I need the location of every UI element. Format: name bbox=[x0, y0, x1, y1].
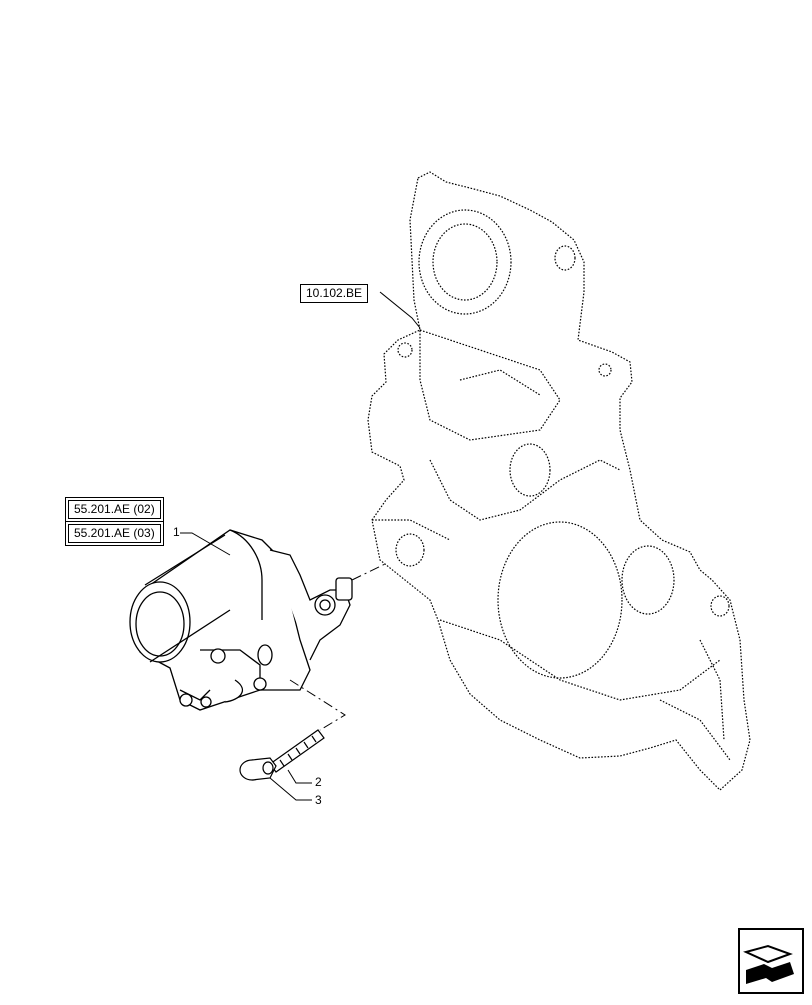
cover-reference-label: 10.102.BE bbox=[306, 286, 363, 300]
flywheel-housing-cover bbox=[367, 171, 751, 791]
callout-nut: 3 bbox=[315, 793, 322, 807]
flange-nut bbox=[239, 757, 277, 781]
starter-reference-label-a: 55.201.AE (02) bbox=[74, 502, 155, 516]
callout-starter: 1 bbox=[173, 525, 180, 539]
stud bbox=[269, 729, 325, 773]
starter-reference-box-a[interactable]: 55.201.AE (02) bbox=[65, 497, 164, 522]
starter-motor bbox=[129, 529, 353, 711]
starter-reference-label-b: 55.201.AE (03) bbox=[74, 526, 155, 540]
cover-reference-box[interactable]: 10.102.BE bbox=[300, 284, 369, 303]
leader-lines bbox=[180, 291, 421, 801]
callout-stud: 2 bbox=[315, 775, 322, 789]
next-page-arrow-icon[interactable] bbox=[738, 928, 804, 994]
assembly-lines bbox=[289, 563, 386, 731]
starter-reference-box-b[interactable]: 55.201.AE (03) bbox=[65, 521, 164, 546]
